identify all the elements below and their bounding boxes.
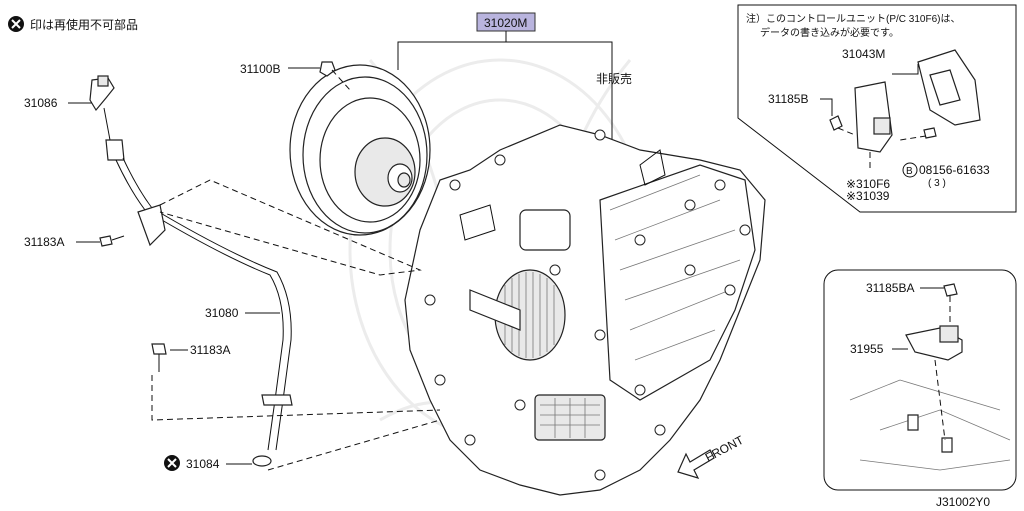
callout-31100B[interactable]: 31100B bbox=[240, 61, 351, 91]
inset-control-unit: 注）このコントロールユニット(P/C 310F6)は、 データの書き込みが必要で… bbox=[737, 4, 1017, 213]
dipstick-tube-31080 bbox=[115, 157, 293, 467]
callout-31086[interactable]: 31086 bbox=[24, 96, 92, 110]
front-direction-arrow: FRONT bbox=[677, 433, 747, 479]
callout-31039[interactable]: ※31039 bbox=[846, 189, 890, 203]
part-label-31086: 31086 bbox=[24, 96, 58, 110]
inset-note-line1: 注）このコントロールユニット(P/C 310F6)は、 bbox=[746, 12, 960, 25]
part-label-31084: 31084 bbox=[186, 457, 220, 471]
inset-sensor bbox=[823, 269, 1017, 491]
part-label-31080: 31080 bbox=[205, 306, 239, 320]
callout-31084[interactable]: 31084 bbox=[164, 455, 252, 471]
torque-converter bbox=[289, 64, 431, 236]
reuse-note: 印は再使用不可部品 bbox=[8, 16, 138, 32]
dipstick-31086 bbox=[89, 75, 125, 161]
front-label: FRONT bbox=[703, 433, 747, 465]
transmission-assembly bbox=[404, 124, 766, 496]
part-label-31043M: 31043M bbox=[842, 47, 885, 61]
dashed-leaders bbox=[151, 179, 441, 471]
not-for-sale-label: 非販売 bbox=[596, 71, 632, 86]
callout-31955[interactable]: 31955 bbox=[850, 342, 884, 356]
svg-text:B: B bbox=[906, 166, 913, 177]
part-label-31039: ※31039 bbox=[846, 189, 890, 203]
main-part-number: 31020M bbox=[484, 16, 527, 30]
callout-31185BA[interactable]: 31185BA bbox=[866, 281, 915, 295]
circled-x-icon bbox=[8, 16, 24, 32]
callout-31043M[interactable]: 31043M bbox=[842, 47, 885, 61]
inset-note-line2: データの書き込みが必要です。 bbox=[760, 26, 899, 39]
callout-310F6[interactable]: ※310F6 bbox=[846, 177, 890, 191]
part-label-31185B: 31185B bbox=[768, 92, 808, 106]
note-text: 印は再使用不可部品 bbox=[30, 17, 138, 32]
part-label-08156-61633: 08156-61633 bbox=[919, 163, 990, 177]
part-label-31100B: 31100B bbox=[240, 62, 280, 76]
part-label-310F6: ※310F6 bbox=[846, 177, 890, 191]
part-label-31955: 31955 bbox=[850, 342, 884, 356]
callout-31183A-lower[interactable]: 31183A bbox=[151, 343, 230, 372]
figure-code: J31002Y0 bbox=[936, 495, 990, 509]
callout-31080[interactable]: 31080 bbox=[205, 306, 280, 320]
part-label-31183A-upper: 31183A bbox=[24, 235, 64, 249]
callout-bolt-08156-61633[interactable]: B 08156-61633 ( 3 ) bbox=[902, 162, 990, 189]
main-assembly-callout[interactable]: 31020M 非販売 bbox=[397, 12, 632, 140]
circled-x-icon bbox=[164, 455, 180, 471]
circled-b-icon: B bbox=[902, 162, 918, 178]
part-label-31185BA: 31185BA bbox=[866, 281, 915, 295]
bolt-quantity: ( 3 ) bbox=[928, 178, 946, 189]
callout-31183A-upper[interactable]: 31183A bbox=[24, 235, 125, 249]
callout-31185B[interactable]: 31185B bbox=[768, 92, 808, 106]
part-label-31183A-lower: 31183A bbox=[190, 343, 230, 357]
